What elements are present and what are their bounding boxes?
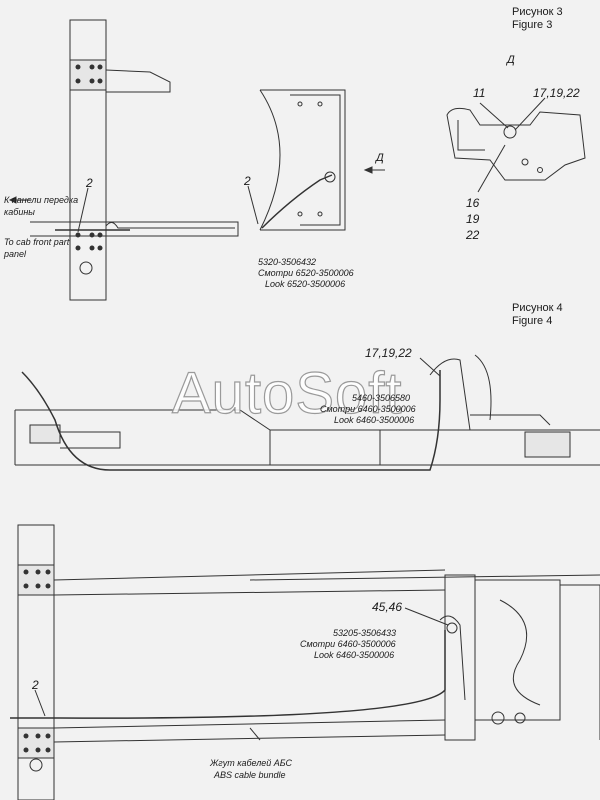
part2-number: 5460-3506580 <box>352 393 411 403</box>
view-d-arrow-label: Д <box>376 152 384 164</box>
part1-see-ru: Смотри 6520-3500006 <box>258 268 354 278</box>
figure4-title-en: Figure 4 <box>512 315 553 327</box>
part1-number: 5320-3506432 <box>258 257 317 267</box>
callout-17-19-22-view: 17,19,22 <box>533 86 580 100</box>
callout-19: 19 <box>466 212 480 226</box>
frame-side-view-middle <box>14 354 600 471</box>
part3-see-ru: Смотри 6460-3500006 <box>300 639 396 649</box>
to-panel-ru-line2: кабины <box>4 207 35 217</box>
part3-number: 53205-3506433 <box>333 628 397 638</box>
view-d-label: Д <box>507 54 515 66</box>
watermark: AutoSoft <box>171 360 403 426</box>
figure4-title-ru: Рисунок 4 <box>512 302 563 314</box>
callout-2-middle: 2 <box>244 174 251 188</box>
part2-see-en: Look 6460-3500006 <box>334 415 415 425</box>
to-panel-ru-line1: К панели передка <box>4 195 79 205</box>
to-panel-en-line2: panel <box>4 249 27 259</box>
callout-2-top: 2 <box>86 176 93 190</box>
bracket-top-middle <box>259 89 385 231</box>
part2-see-ru: Смотри 6460-3500006 <box>320 404 416 414</box>
frame-top-view-bottom <box>10 524 600 800</box>
abs-bundle-en: ABS cable bundle <box>214 770 286 780</box>
callout-16: 16 <box>466 196 480 210</box>
to-panel-en-line1: To cab front part <box>4 237 70 247</box>
callout-11: 11 <box>473 86 486 100</box>
abs-bundle-ru: Жгут кабелей АБС <box>210 758 292 768</box>
part3-see-en: Look 6460-3500006 <box>314 650 395 660</box>
figure3-title-en: Figure 3 <box>512 19 553 31</box>
part1-see-en: Look 6520-3500006 <box>265 279 346 289</box>
frame-rail-top-left <box>30 19 239 301</box>
view-d-detail <box>446 97 586 193</box>
callout-2-bottom: 2 <box>32 678 39 692</box>
callout-17-19-22-frame: 17,19,22 <box>365 346 412 360</box>
callout-22: 22 <box>466 228 480 242</box>
leader-lines <box>8 185 449 741</box>
figure3-title-ru: Рисунок 3 <box>512 6 563 18</box>
callout-45-46: 45,46 <box>372 600 403 614</box>
